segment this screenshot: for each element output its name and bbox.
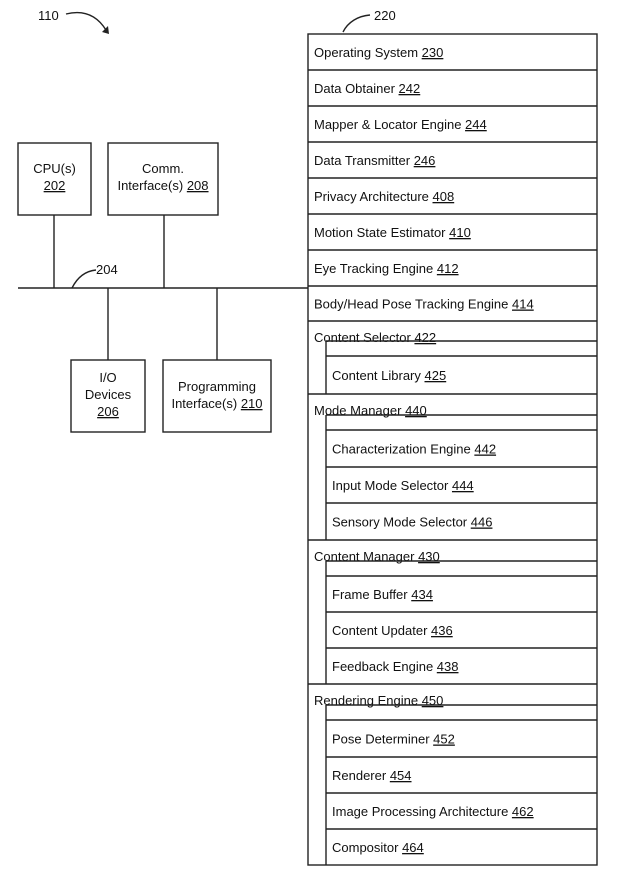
module-number: 442: [474, 442, 496, 457]
memory-row-label: Feedback Engine 438: [332, 659, 459, 674]
prog-number: 210: [241, 396, 263, 411]
module-name: Compositor: [332, 840, 402, 855]
module-number: 436: [431, 623, 453, 638]
prog-label2: Interface(s): [171, 396, 237, 411]
figure-ref-arrow: [65, 11, 107, 31]
module-number: 452: [433, 732, 455, 747]
module-number: 242: [399, 81, 421, 96]
module-number: 450: [422, 693, 444, 708]
module-number: 434: [411, 587, 433, 602]
memory-outer-box: [307, 33, 598, 866]
memory-row-label: Motion State Estimator 410: [314, 225, 471, 240]
comm-label2: Interface(s): [117, 178, 183, 193]
memory-row-label: Pose Determiner 452: [332, 732, 455, 747]
module-number: 462: [512, 804, 534, 819]
module-name: Pose Determiner: [332, 732, 433, 747]
memory-row-label: Body/Head Pose Tracking Engine 414: [314, 297, 534, 312]
cpu-number: 202: [44, 178, 66, 193]
module-number: 246: [414, 153, 436, 168]
memory-row-label: Content Selector 422: [314, 330, 436, 345]
module-name: Eye Tracking Engine: [314, 261, 437, 276]
figure-ref-arrowhead: [102, 26, 109, 34]
module-name: Rendering Engine: [314, 693, 422, 708]
figure-ref-110: 110: [38, 8, 59, 23]
module-name: Operating System: [314, 45, 422, 60]
programming-interface-box: Programming Interface(s) 210: [162, 359, 272, 433]
module-number: 408: [433, 189, 455, 204]
module-name: Data Transmitter: [314, 153, 414, 168]
memory-row-label: Content Manager 430: [314, 549, 440, 564]
module-name: Renderer: [332, 768, 390, 783]
module-number: 464: [402, 840, 424, 855]
module-name: Content Manager: [314, 549, 418, 564]
module-name: Image Processing Architecture: [332, 804, 512, 819]
memory-row-label: Privacy Architecture 408: [314, 189, 454, 204]
memory-row-label: Input Mode Selector 444: [332, 478, 474, 493]
module-name: Feedback Engine: [332, 659, 437, 674]
module-name: Data Obtainer: [314, 81, 399, 96]
module-number: 414: [512, 297, 534, 312]
memory-row-label: Data Transmitter 246: [314, 153, 435, 168]
module-number: 425: [425, 368, 447, 383]
comm-interface-box: Comm. Interface(s) 208: [107, 142, 219, 216]
memory-row-label: Sensory Mode Selector 446: [332, 515, 492, 530]
module-name: Content Library: [332, 368, 425, 383]
memory-row-label: Characterization Engine 442: [332, 442, 496, 457]
memory-row-label: Data Obtainer 242: [314, 81, 420, 96]
memory-row-label: Rendering Engine 450: [314, 693, 443, 708]
module-name: Mapper & Locator Engine: [314, 117, 465, 132]
bus-ref-204: 204: [96, 262, 118, 277]
module-name: Mode Manager: [314, 403, 405, 418]
module-name: Sensory Mode Selector: [332, 515, 471, 530]
module-name: Frame Buffer: [332, 587, 411, 602]
comm-number: 208: [187, 178, 209, 193]
memory-ref-220: 220: [374, 8, 396, 23]
module-name: Content Updater: [332, 623, 431, 638]
memory-row-label: Content Updater 436: [332, 623, 453, 638]
module-name: Characterization Engine: [332, 442, 474, 457]
module-number: 446: [471, 515, 493, 530]
module-name: Content Selector: [314, 330, 414, 345]
comm-label-line2: Interface(s) 208: [117, 178, 208, 193]
module-number: 244: [465, 117, 487, 132]
memory-row-label: Mode Manager 440: [314, 403, 427, 418]
memory-row-label: Frame Buffer 434: [332, 587, 433, 602]
io-number: 206: [97, 404, 119, 419]
module-name: Privacy Architecture: [314, 189, 433, 204]
module-number: 440: [405, 403, 427, 418]
module-name: Motion State Estimator: [314, 225, 449, 240]
module-number: 230: [422, 45, 444, 60]
memory-row-label: Mapper & Locator Engine 244: [314, 117, 487, 132]
prog-label-line2: Interface(s) 210: [171, 396, 262, 411]
module-number: 454: [390, 768, 412, 783]
bus-ref-leader: [71, 269, 97, 289]
memory-row-label: Compositor 464: [332, 840, 424, 855]
comm-label: Comm.: [142, 161, 184, 176]
module-number: 438: [437, 659, 459, 674]
prog-label: Programming: [178, 379, 256, 394]
module-number: 444: [452, 478, 474, 493]
memory-row-label: Operating System 230: [314, 45, 443, 60]
module-name: Body/Head Pose Tracking Engine: [314, 297, 512, 312]
memory-row-label: Eye Tracking Engine 412: [314, 261, 459, 276]
io-devices-box: I/O Devices 206: [70, 359, 146, 433]
memory-row-label: Content Library 425: [332, 368, 446, 383]
module-number: 430: [418, 549, 440, 564]
module-number: 410: [449, 225, 471, 240]
io-label: I/O: [99, 370, 116, 385]
memory-ref-leader: [342, 14, 371, 33]
module-number: 412: [437, 261, 459, 276]
memory-row-label: Image Processing Architecture 462: [332, 804, 534, 819]
module-number: 422: [414, 330, 436, 345]
io-label2: Devices: [85, 387, 132, 402]
cpu-box: CPU(s) 202: [17, 142, 92, 216]
memory-row-label: Renderer 454: [332, 768, 412, 783]
cpu-label: CPU(s): [33, 161, 76, 176]
module-name: Input Mode Selector: [332, 478, 452, 493]
